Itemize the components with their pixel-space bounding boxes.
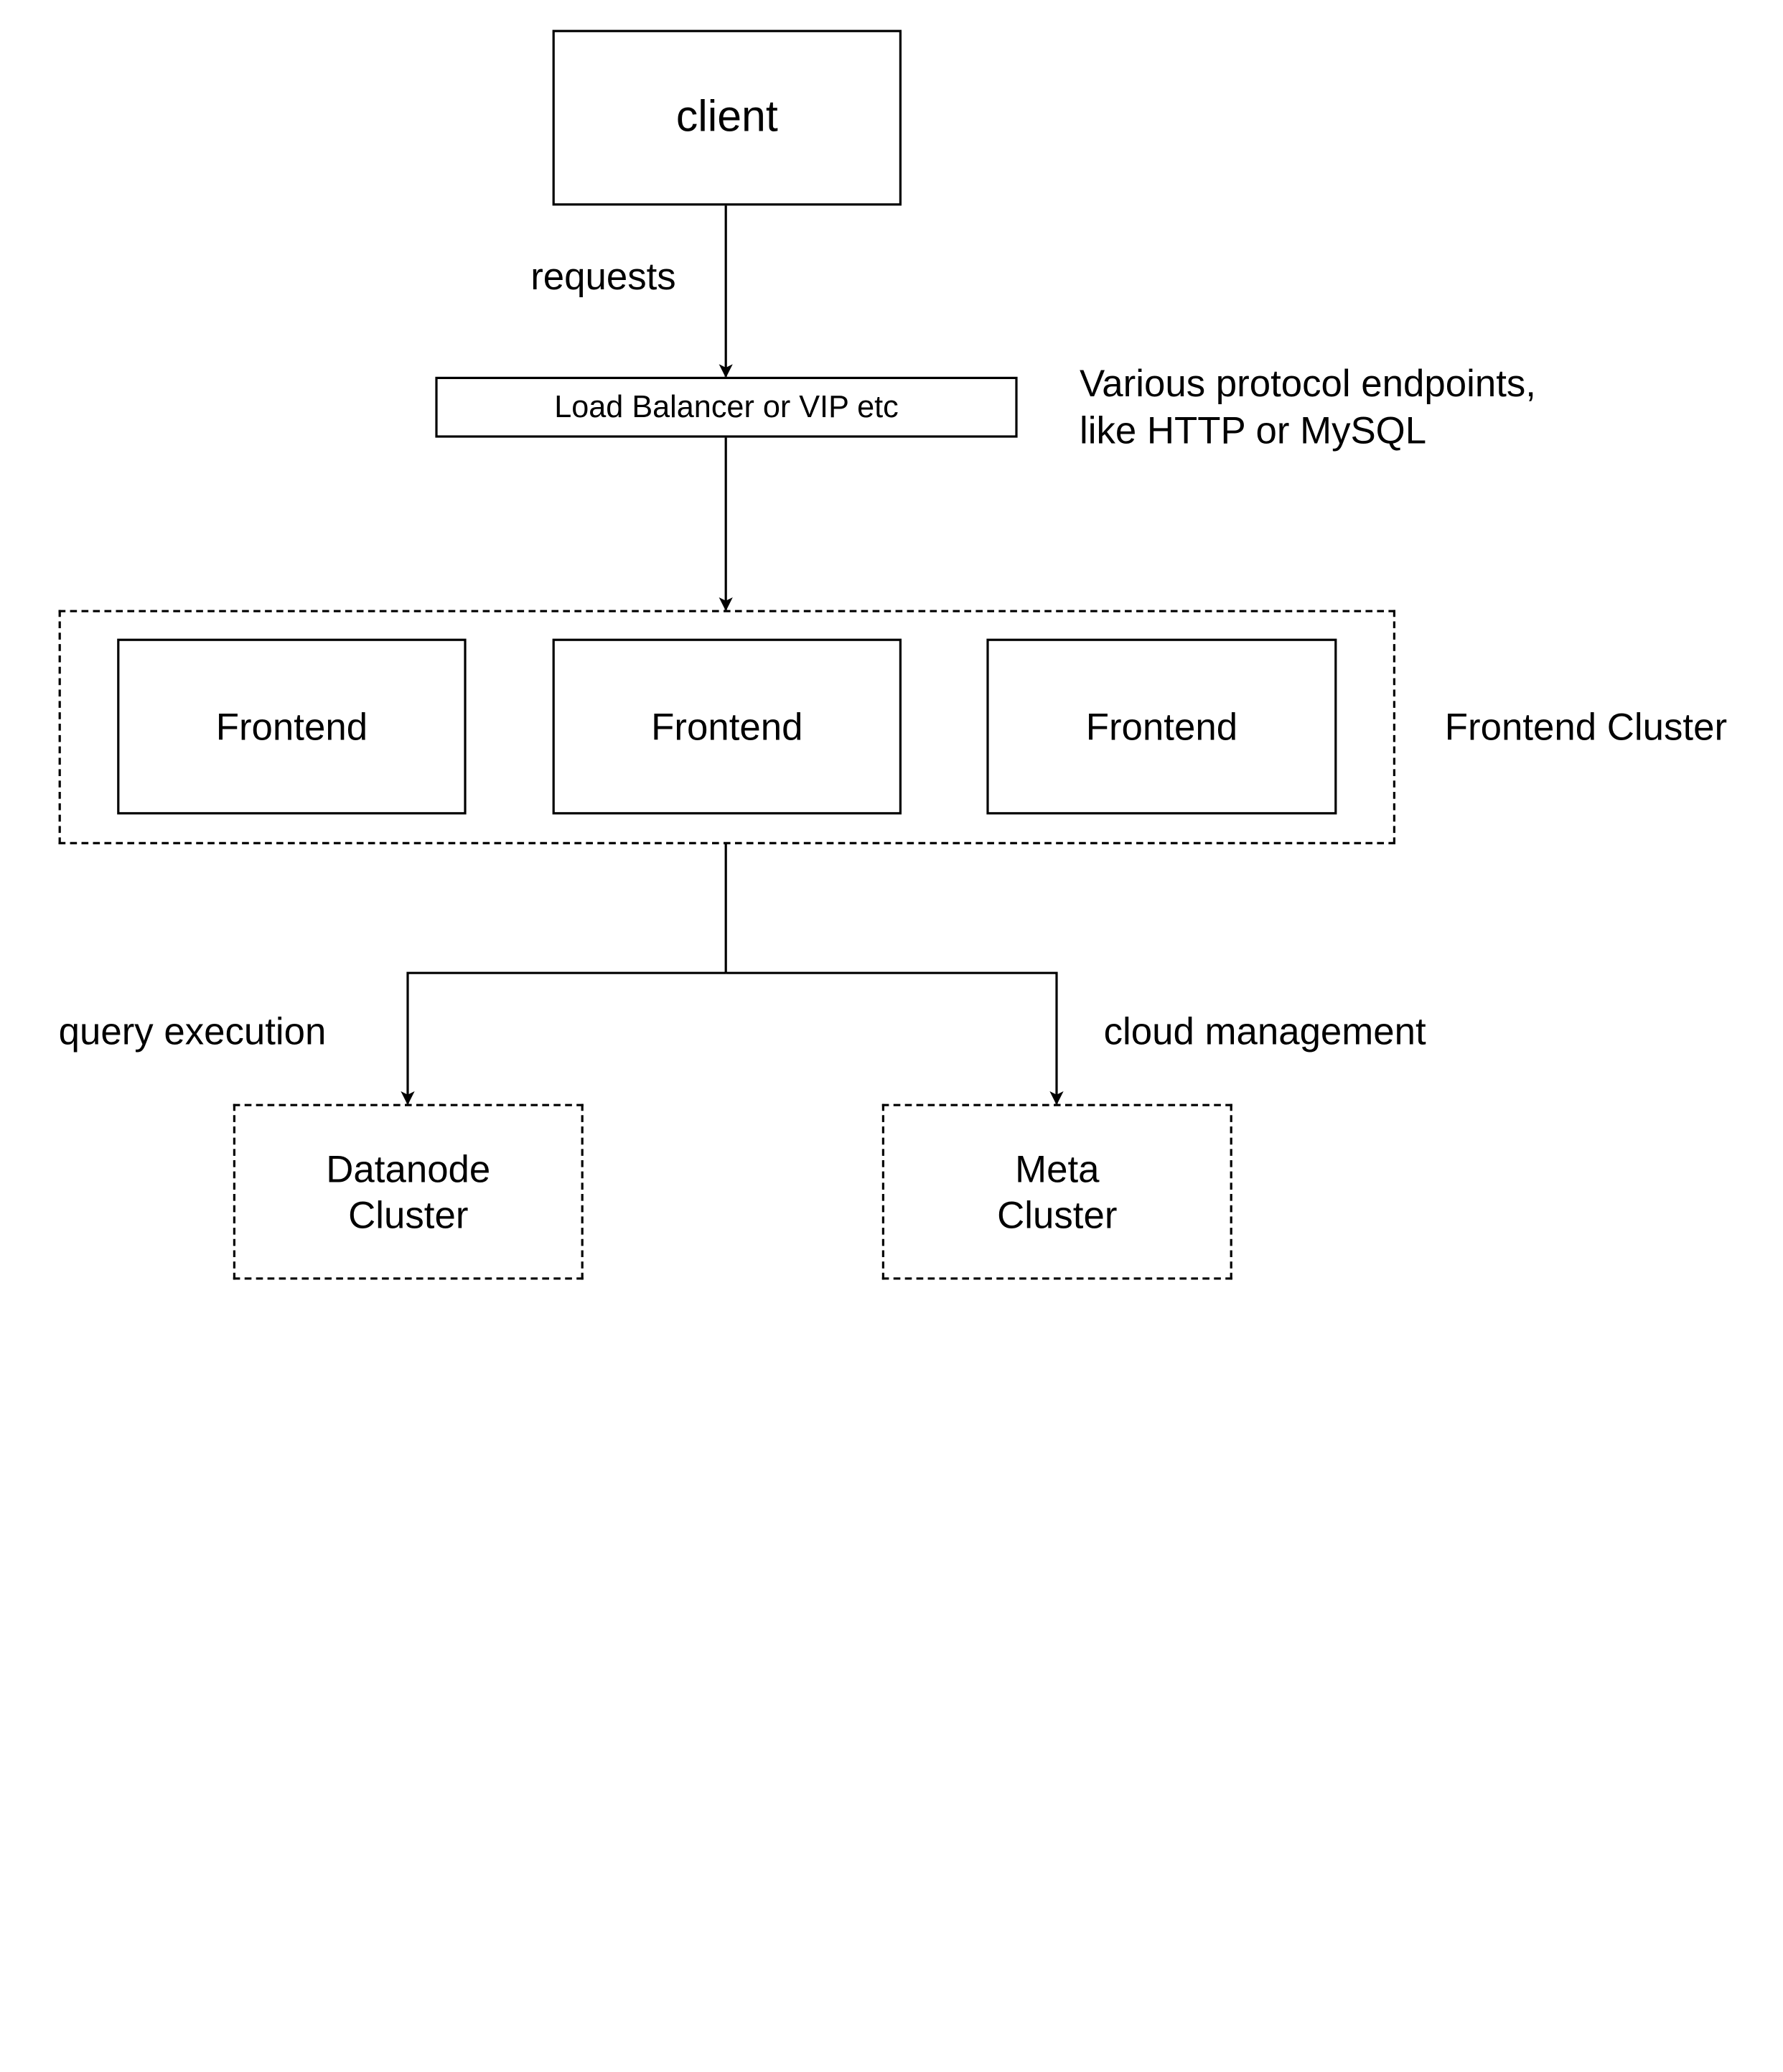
frontend-node-1: Frontend (117, 638, 467, 815)
frontend-node-3: Frontend (986, 638, 1337, 815)
frontend-cluster-label: Frontend Cluster (1444, 705, 1728, 748)
datanode-cluster-node: Datanode Cluster (233, 1103, 584, 1280)
meta-cluster-node: Meta Cluster (881, 1103, 1232, 1280)
arrow-to-meta-cluster (726, 971, 1064, 1106)
datanode-cluster-label: Datanode Cluster (326, 1147, 491, 1236)
frontend-node-label: Frontend (1085, 704, 1238, 748)
requests-label: requests (530, 255, 676, 298)
load-balancer-node: Load Balancer or VIP etc (435, 376, 1018, 438)
client-node-label: client (675, 93, 778, 141)
arrow-to-datanode-cluster (401, 971, 726, 1106)
client-node: client (552, 29, 902, 206)
frontend-node-2: Frontend (552, 638, 902, 815)
meta-cluster-label: Meta Cluster (997, 1147, 1118, 1236)
protocol-endpoints-label: Various protocol endpoints, like HTTP or… (1080, 362, 1536, 452)
query-execution-label: query execution (58, 1009, 327, 1053)
load-balancer-node-label: Load Balancer or VIP etc (554, 389, 899, 424)
connector-layer (401, 205, 1064, 1106)
cloud-management-label: cloud management (1103, 1009, 1426, 1053)
frontend-node-label: Frontend (651, 704, 803, 748)
frontend-node-label: Frontend (215, 704, 368, 748)
